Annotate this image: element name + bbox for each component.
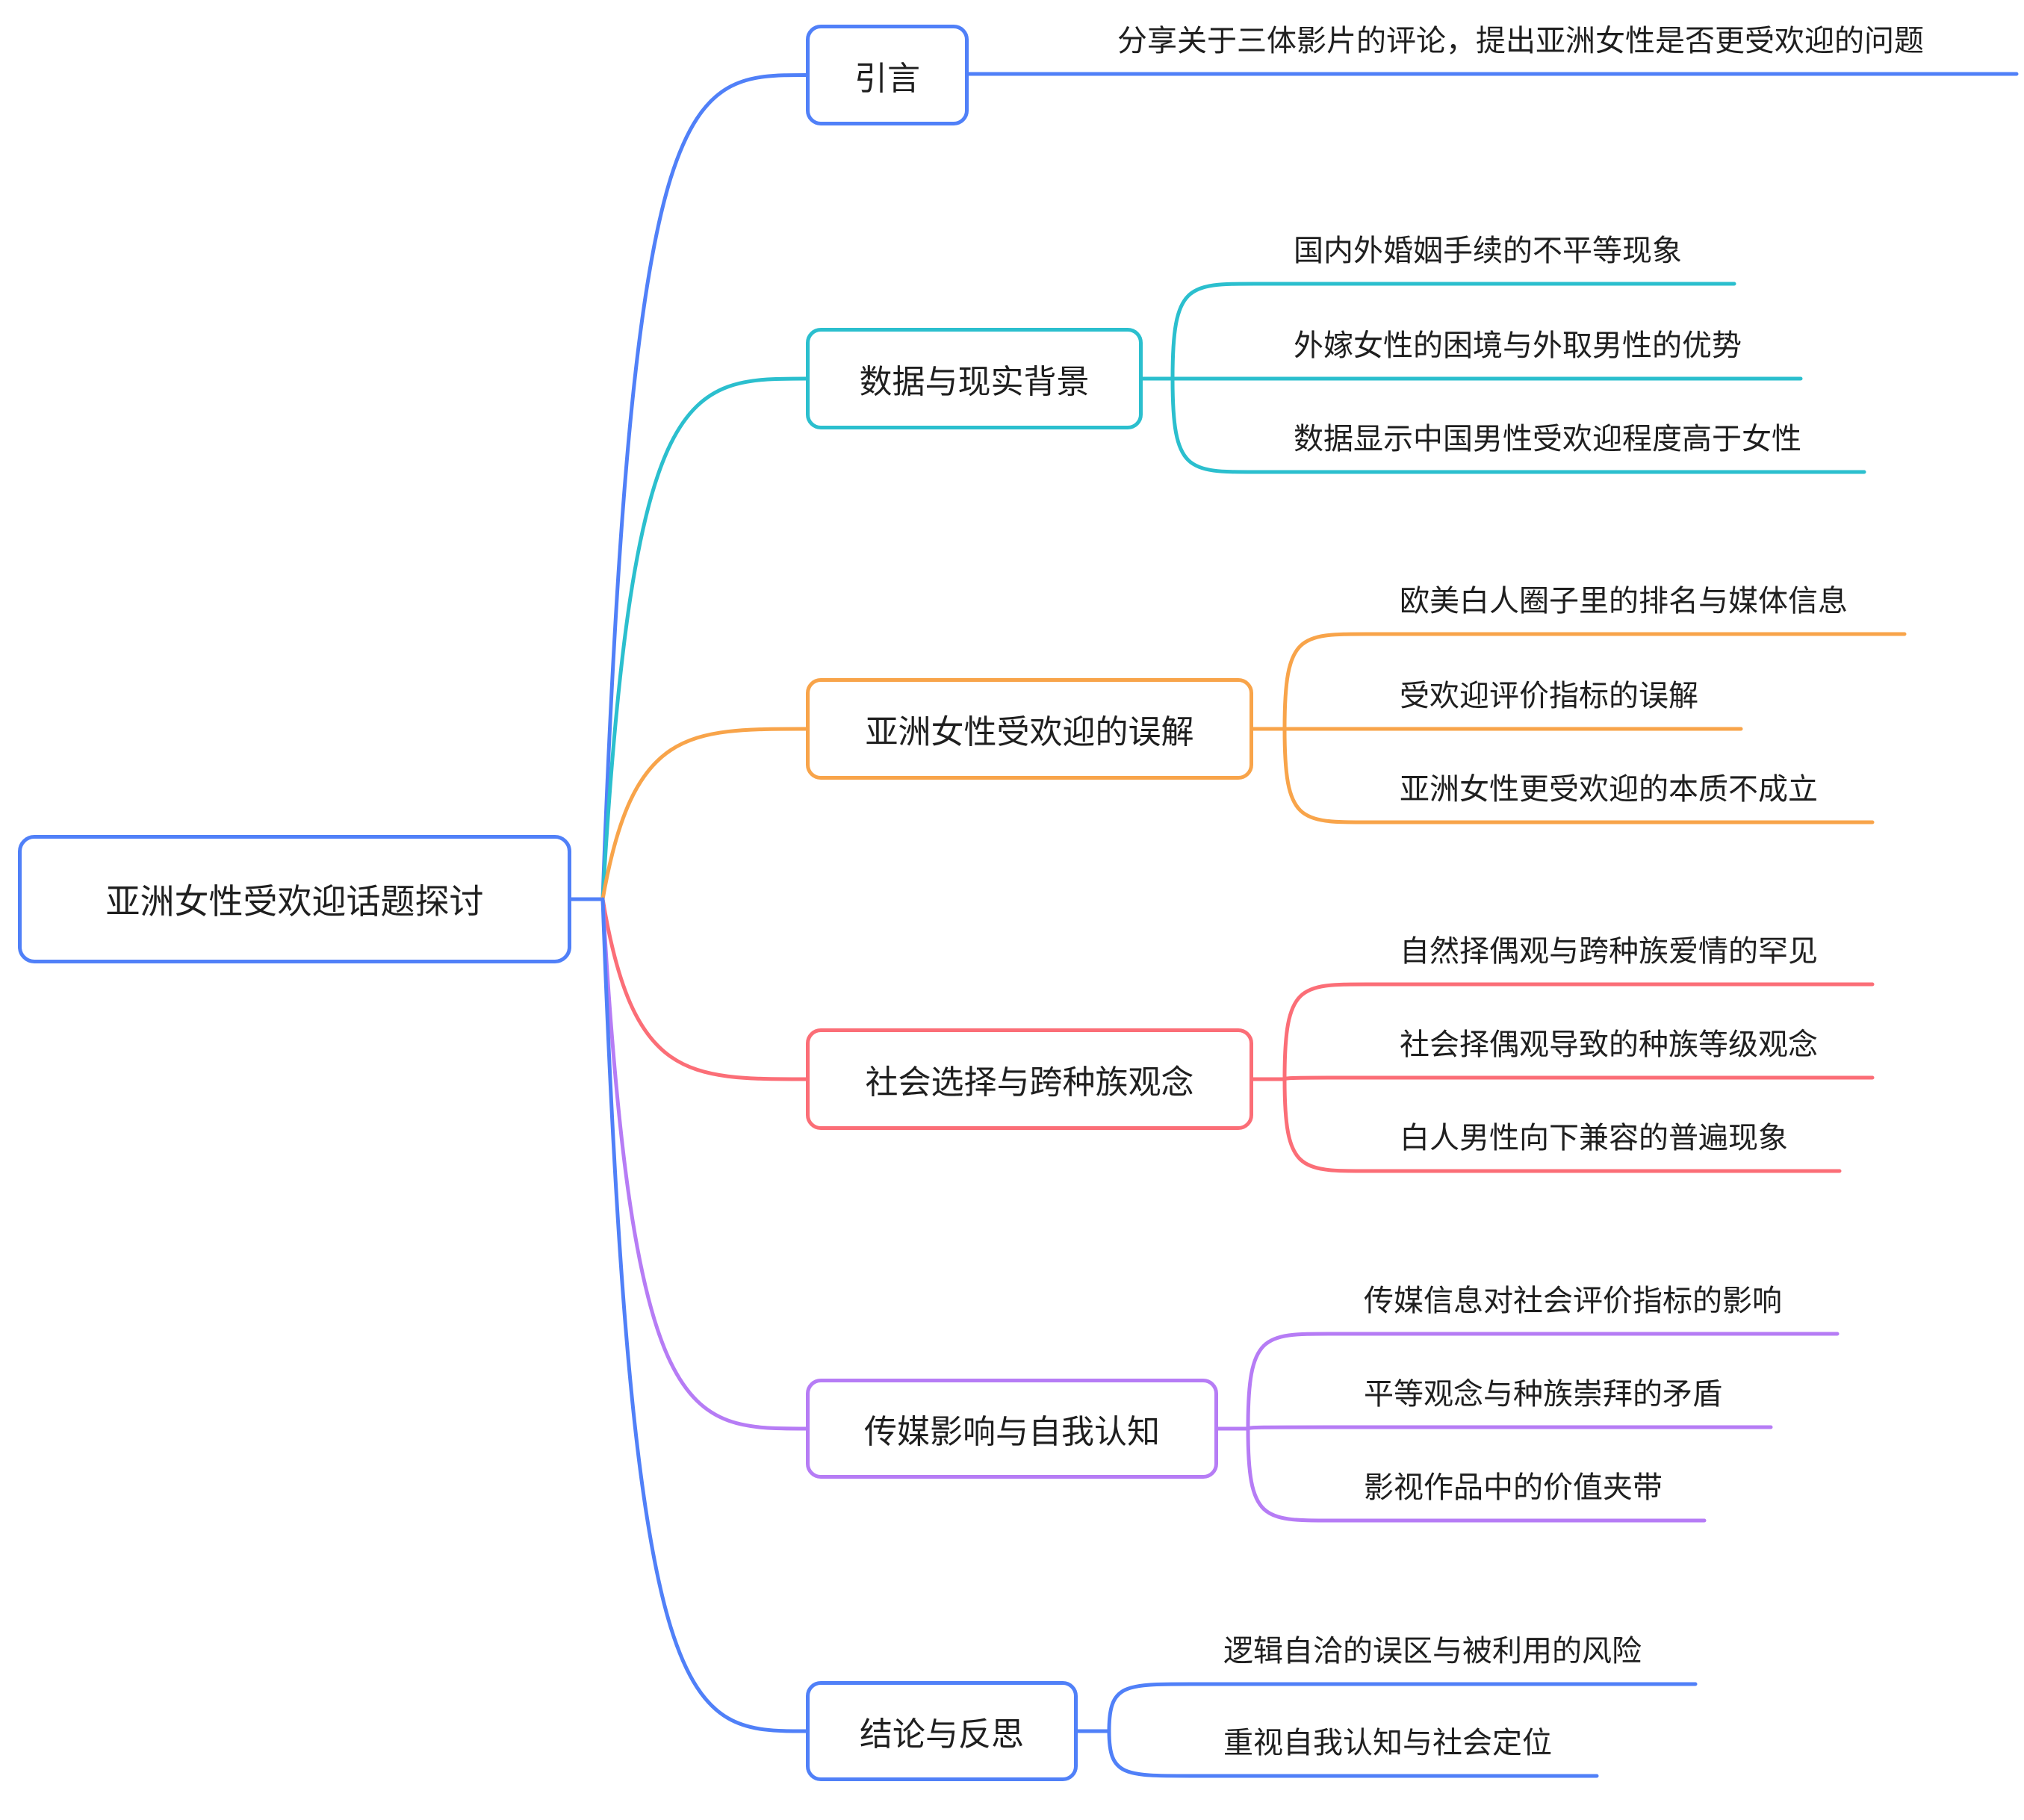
subtopic[interactable]: 传媒信息对社会评价指标的影响 [1364, 1284, 1782, 1318]
branch-topic-label: 社会选择与跨种族观念 [865, 1063, 1194, 1102]
subtopic[interactable]: 分享关于三体影片的评论，提出亚洲女性是否更受欢迎的问题 [1117, 24, 1924, 58]
subtopic-underline [1107, 1682, 1698, 1733]
branch-topic-label: 结论与反思 [860, 1715, 1024, 1754]
subtopic-underline [1170, 376, 1866, 474]
branch-topic[interactable]: 结论与反思 [806, 1681, 1078, 1781]
subtopic[interactable]: 数据显示中国男性受欢迎程度高于女性 [1294, 422, 1801, 456]
subtopic[interactable]: 白人男性向下兼容的普遍现象 [1400, 1121, 1788, 1155]
subtopic-underline [1246, 1332, 1840, 1431]
branch-connector [600, 73, 808, 901]
subtopic-underline [1170, 282, 1736, 381]
subtopic-underline [1107, 1729, 1599, 1778]
subtopic-underline [1282, 1075, 1875, 1081]
subtopic[interactable]: 国内外婚姻手续的不平等现象 [1294, 234, 1682, 268]
subtopic[interactable]: 外嫁女性的困境与外取男性的优势 [1294, 329, 1742, 363]
branch-topic-label: 数据与现实背景 [859, 363, 1090, 401]
subtopic-underline [1282, 1077, 1842, 1173]
subtopic[interactable]: 重视自我认知与社会定位 [1223, 1726, 1552, 1760]
root-topic-label: 亚洲女性受欢迎话题探讨 [105, 881, 484, 922]
branch-connector [600, 376, 808, 901]
branch-topic[interactable]: 数据与现实背景 [806, 328, 1143, 429]
branch-connector [600, 897, 808, 1081]
subtopic[interactable]: 平等观念与种族崇拜的矛盾 [1364, 1377, 1722, 1411]
branch-topic[interactable]: 社会选择与跨种族观念 [806, 1028, 1253, 1130]
subtopic[interactable]: 欧美白人圈子里的排名与媒体信息 [1400, 584, 1848, 618]
subtopic[interactable]: 自然择偶观与跨种族爱情的罕见 [1400, 934, 1818, 969]
subtopic[interactable]: 受欢迎评价指标的误解 [1400, 679, 1698, 713]
branch-topic-label: 亚洲女性受欢迎的误解 [865, 713, 1194, 751]
branch-connector [600, 727, 808, 901]
subtopic-underline [1282, 982, 1875, 1081]
branch-topic[interactable]: 传媒影响与自我认知 [806, 1379, 1218, 1479]
branch-connector [600, 897, 808, 1733]
subtopic[interactable]: 影视作品中的价值夹带 [1364, 1470, 1663, 1505]
subtopic[interactable]: 亚洲女性更受欢迎的本质不成立 [1400, 772, 1818, 807]
subtopic-underline [1282, 632, 1907, 731]
subtopic-underline [1246, 1426, 1707, 1523]
subtopic-underline [1282, 727, 1875, 824]
branch-topic[interactable]: 引言 [806, 25, 969, 125]
root-topic[interactable]: 亚洲女性受欢迎话题探讨 [18, 835, 571, 963]
subtopic[interactable]: 逻辑自洽的误区与被利用的风险 [1223, 1634, 1642, 1668]
branch-topic[interactable]: 亚洲女性受欢迎的误解 [806, 678, 1253, 780]
branch-topic-label: 引言 [854, 59, 920, 98]
branch-connector [600, 897, 808, 1431]
subtopic-underline [1246, 1425, 1773, 1431]
subtopic[interactable]: 社会择偶观导致的种族等级观念 [1400, 1028, 1818, 1062]
branch-topic-label: 传媒影响与自我认知 [864, 1413, 1160, 1451]
